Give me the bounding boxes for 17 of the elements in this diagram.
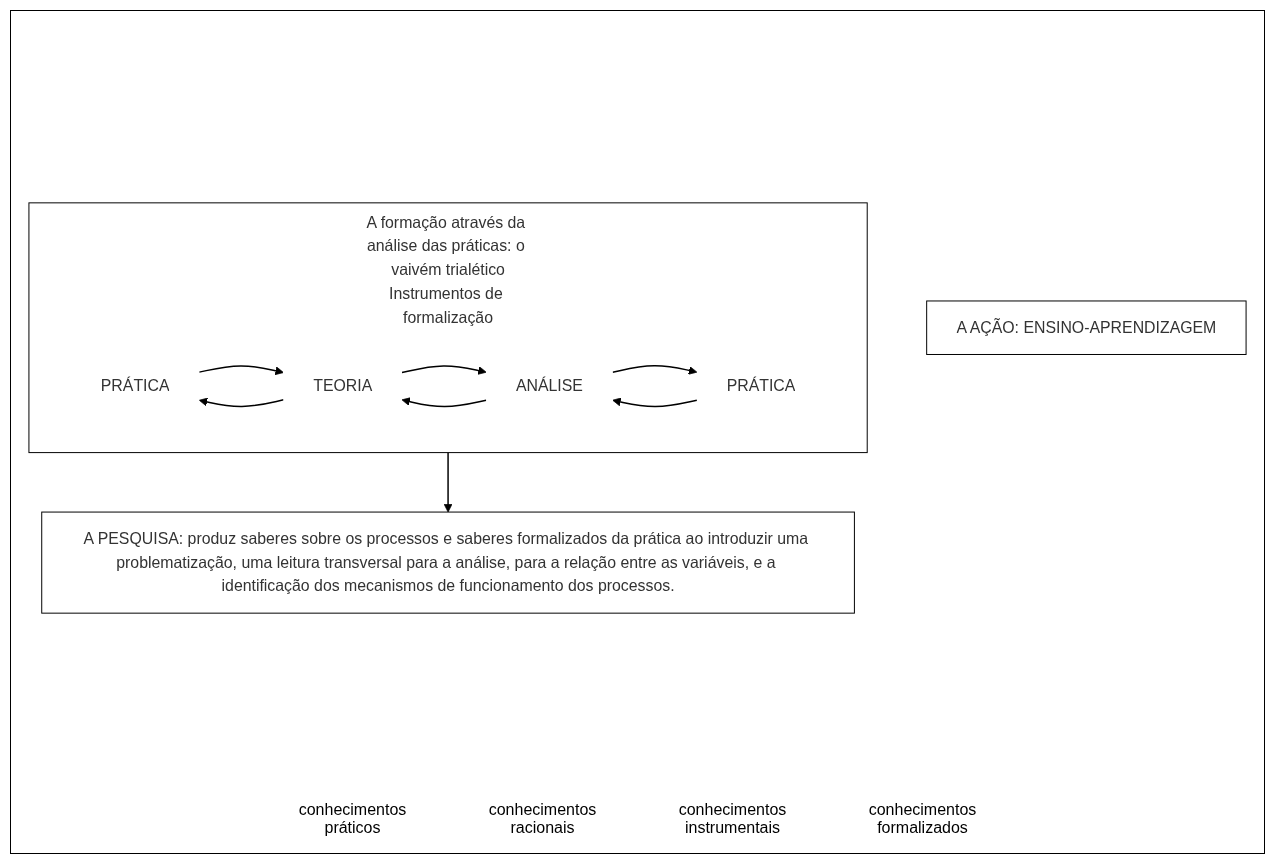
arrow [401, 365, 487, 375]
node-text: TEORIA [313, 377, 373, 395]
arrow [401, 397, 487, 408]
arrow [198, 397, 285, 408]
arrow [443, 451, 453, 513]
node-box: A PESQUISA: produz saberes sobre os processos e saberes formalizados da prática ao introduzir uma problematização, uma leitura transversal para a análise, para a relação entre as variáveis, e a identificação dos mecanismos de funcionamento dos processos. [41, 511, 855, 614]
knowledge-label: conhecimentos práticos [297, 801, 408, 837]
node-text: PRÁTICA [100, 377, 170, 395]
arrow [611, 365, 698, 375]
knowledge-label: conhecimentos formalizados [867, 801, 978, 837]
node-text: ANÁLISE [515, 377, 583, 395]
knowledge-label: conhecimentos instrumentais [677, 801, 788, 837]
node-text: PRÁTICA [726, 377, 796, 395]
arrow [198, 365, 284, 376]
knowledge-label: conhecimentos racionais [487, 801, 598, 837]
arrow [612, 397, 698, 408]
node-box: A AÇÃO: ENSINO-APRENDIZAGEM [926, 300, 1247, 355]
